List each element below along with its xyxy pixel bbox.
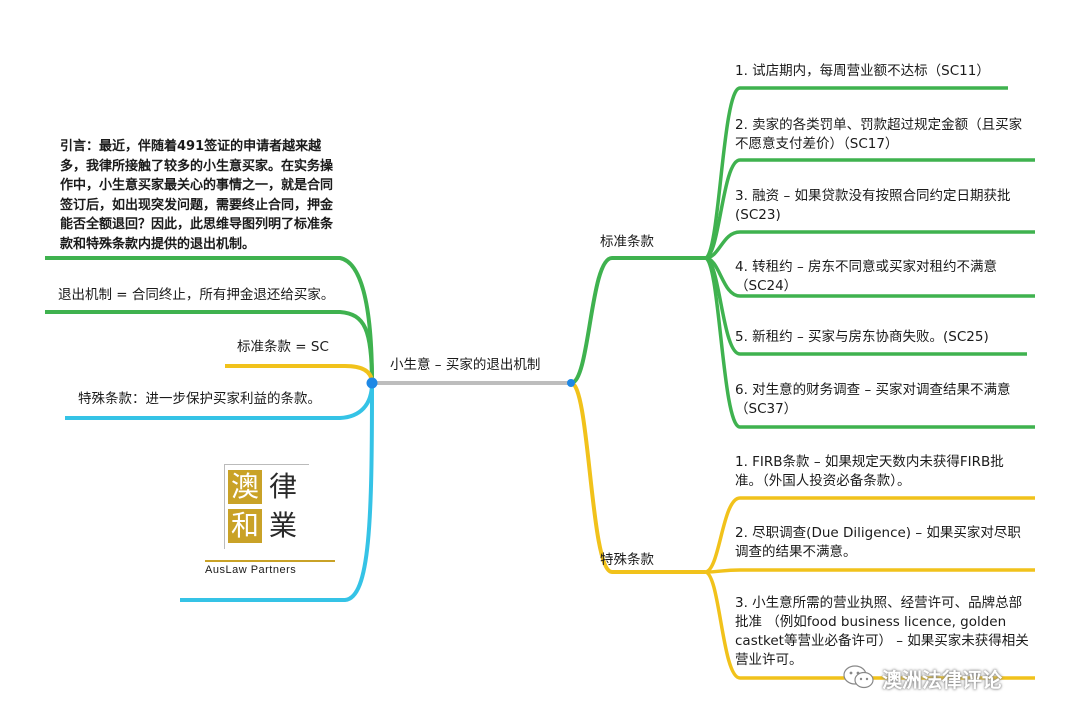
standard-branch-label: 标准条款 xyxy=(600,234,654,250)
sub-special-3 xyxy=(704,570,1035,680)
special-item-3: 3. 小生意所需的营业执照、经营许可、品牌总部批准 （例如food busine… xyxy=(735,595,1029,668)
special-item-1: 1. FIRB条款 – 如果规定天数内未获得FIRB批准。（外国人投资必备条款）… xyxy=(735,454,1004,489)
logo-char-2: 律 xyxy=(268,470,297,503)
sub-standard-3 xyxy=(704,230,1035,260)
logo-char-4: 業 xyxy=(268,509,297,542)
sub-special-2 xyxy=(704,568,1035,574)
root-node-right xyxy=(567,379,575,387)
standard-eq-text: 标准条款 = SC xyxy=(237,339,329,355)
logo-char-3: 和 xyxy=(228,509,262,543)
branch-standard xyxy=(570,256,705,385)
branch-logo xyxy=(180,382,374,602)
standard-item-5: 5. 新租约 – 买家与房东协商失败。(SC25) xyxy=(735,329,989,345)
root-node-left xyxy=(366,377,378,389)
logo-char-1: 澳 xyxy=(228,470,262,504)
exit-mechanism-text: 退出机制 = 合同终止，所有押金退还给买家。 xyxy=(58,287,335,303)
sub-special-1 xyxy=(704,496,1035,574)
branch-exit xyxy=(45,310,374,384)
branch-special xyxy=(569,381,705,574)
standard-item-3: 3. 融资 – 如果贷款没有按照合同约定日期获批 (SC23) xyxy=(735,188,1011,223)
watermark-text: 澳洲法律评论 xyxy=(882,668,1002,692)
standard-item-2: 2. 卖家的各类罚单、罚款超过规定金额（且买家不愿意支付差价）（SC17） xyxy=(735,117,1023,152)
wechat-icon xyxy=(843,665,874,689)
standard-item-1: 1. 试店期内，每周营业额不达标（SC11） xyxy=(735,63,990,79)
special-item-2: 2. 尽职调查(Due Diligence) – 如果买家对尽职调查的结果不满意… xyxy=(735,525,1021,560)
sub-standard-6 xyxy=(703,256,1035,429)
special-def-text: 特殊条款：进一步保护买家利益的条款。 xyxy=(78,391,321,407)
special-branch-label: 特殊条款 xyxy=(600,552,654,568)
sub-standard-2 xyxy=(704,158,1035,260)
logo-wordmark: AusLaw Partners xyxy=(205,564,297,576)
intro-text: 引言：最近，伴随着491签证的申请者越来越多，我律所接触了较多的小生意买家。在实… xyxy=(60,139,334,252)
standard-item-4: 4. 转租约 – 房东不同意或买家对租约不满意（SC24） xyxy=(735,259,998,294)
root-label: 小生意 – 买家的退出机制 xyxy=(390,357,541,373)
standard-item-6: 6. 对生意的财务调查 – 买家对调查结果不满意（SC37） xyxy=(735,382,1011,417)
branch-standard-eq xyxy=(225,364,374,384)
